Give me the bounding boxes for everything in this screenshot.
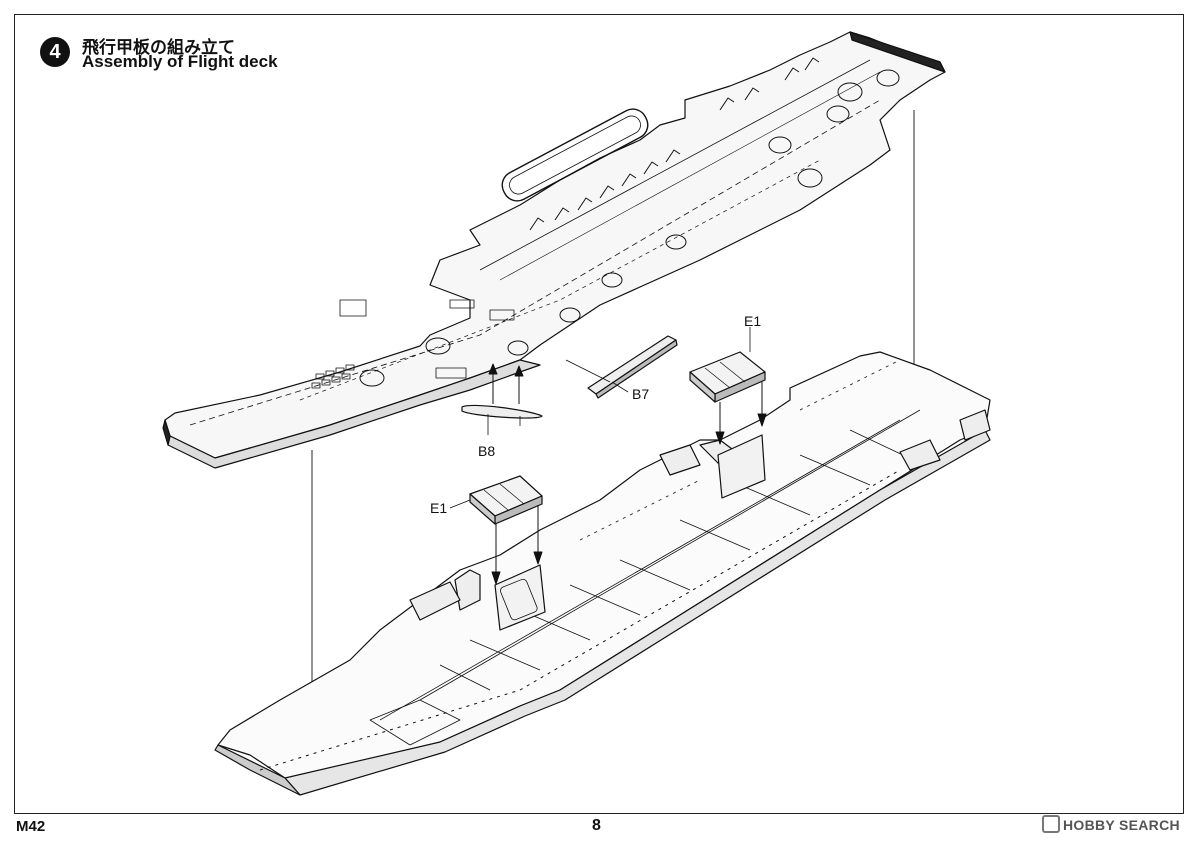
attach-arrows-b8 [488, 363, 524, 404]
step-title-english: Assembly of Flight deck [82, 52, 278, 71]
page-number: 8 [592, 817, 601, 834]
deck-boxes [311, 299, 515, 389]
flight-deck [162, 31, 946, 469]
watermark-text: HOBBY SEARCH [1063, 817, 1180, 833]
step-title-japanese: 飛行甲板の組み立て [82, 38, 235, 58]
model-number: M42 [16, 818, 46, 835]
attach-arrows-e1-bottom [491, 505, 543, 585]
hull [214, 351, 991, 796]
label-b7: B7 [632, 386, 650, 402]
part-e1-top [689, 351, 766, 403]
label-b8: B8 [478, 443, 496, 459]
attach-arrows-e1-top [715, 382, 767, 445]
deck-markings [529, 57, 820, 231]
label-e1-top: E1 [744, 313, 762, 329]
label-e1-bottom: E1 [430, 500, 448, 516]
watermark: HOBBY SEARCH [1042, 815, 1180, 833]
step-number-badge: 4 [40, 37, 70, 67]
page-frame [14, 14, 1184, 814]
part-b8 [461, 404, 543, 435]
watermark-logo-icon [1042, 815, 1060, 833]
part-b7 [587, 335, 678, 399]
part-e1-bottom [469, 475, 543, 525]
landing-spots [359, 69, 900, 387]
